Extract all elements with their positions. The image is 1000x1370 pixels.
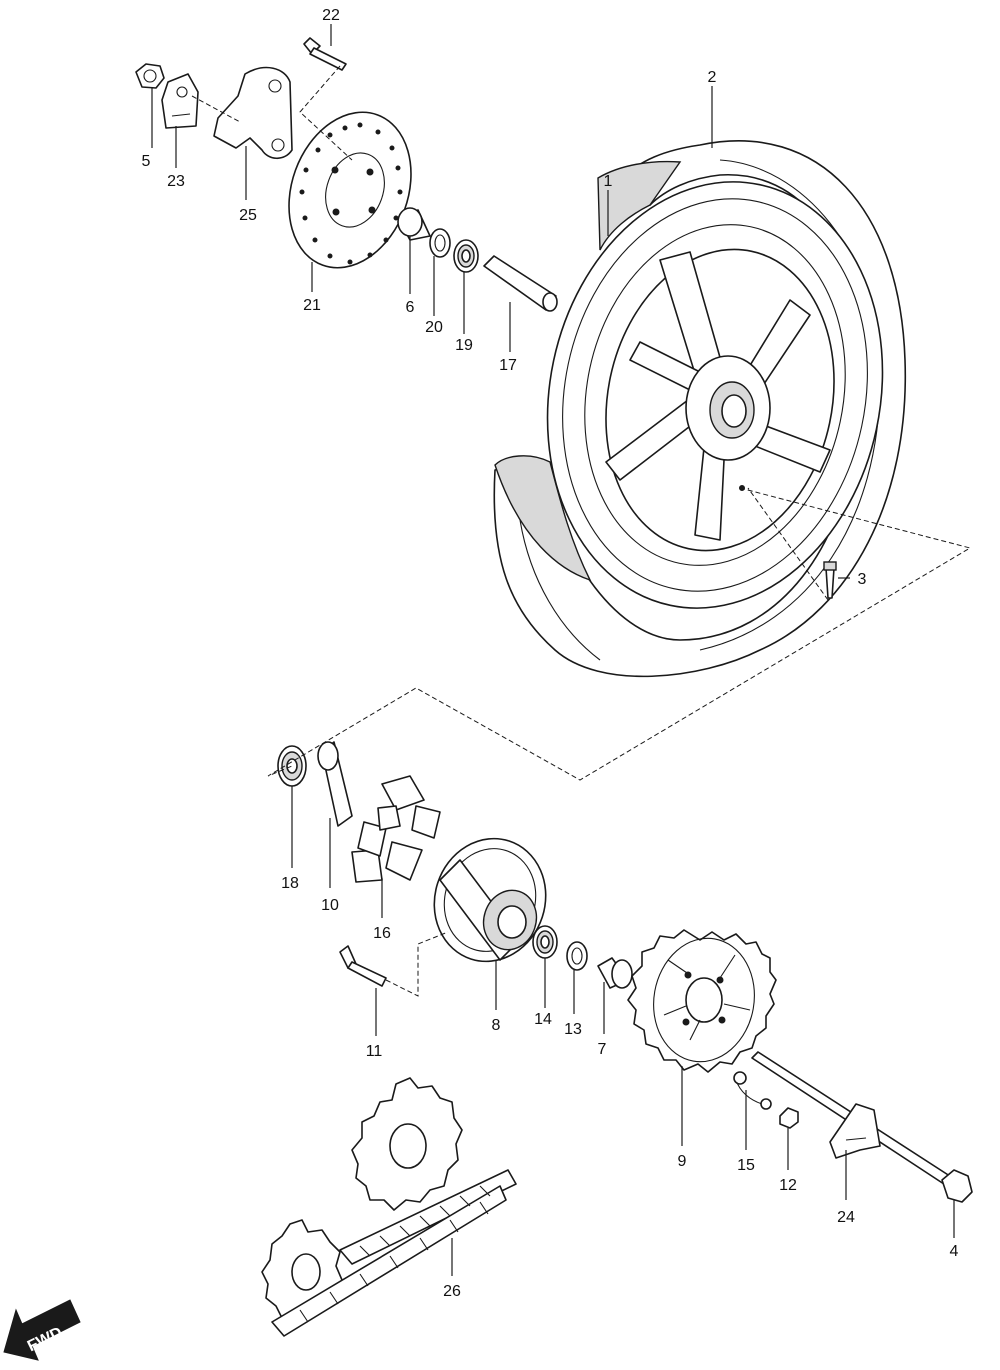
label-10: 10 (321, 897, 339, 914)
sprocket-hub-8 (433, 837, 547, 963)
washer-13 (566, 941, 588, 971)
label-15: 15 (737, 1157, 755, 1174)
label-4: 4 (950, 1243, 959, 1260)
leader-lines (151, 24, 955, 1276)
label-1: 1 (604, 173, 613, 190)
label-3: 3 (858, 571, 867, 588)
label-14: 14 (534, 1011, 552, 1028)
label-6: 6 (406, 299, 415, 316)
damper-rubbers-16 (351, 775, 441, 883)
rear-sprocket-9 (627, 929, 777, 1073)
part-labels: 22 2 1 3 5 23 25 21 6 20 19 17 18 10 16 … (142, 7, 959, 1300)
collar-10 (317, 741, 353, 827)
label-7: 7 (598, 1041, 607, 1058)
chain-adjuster-24 (829, 1103, 881, 1159)
label-18: 18 (281, 875, 299, 892)
label-24: 24 (837, 1209, 855, 1226)
label-17: 17 (499, 357, 517, 374)
axle-collar-17 (483, 255, 558, 312)
flange-nut-5 (135, 63, 165, 89)
label-2: 2 (708, 69, 717, 86)
bearing-19 (453, 239, 479, 273)
washer-20 (429, 228, 451, 258)
label-25: 25 (239, 207, 257, 224)
spacer-6 (397, 207, 431, 241)
label-8: 8 (492, 1017, 501, 1034)
label-23: 23 (167, 173, 185, 190)
fwd-arrow: FWD (3, 1299, 81, 1361)
nut-12 (779, 1107, 799, 1129)
bolt-22 (303, 37, 347, 71)
lock-plate-15 (733, 1071, 772, 1110)
label-12: 12 (779, 1177, 797, 1194)
label-22: 22 (322, 7, 340, 24)
stud-bolt-11 (339, 945, 387, 987)
caliper-bracket-25 (213, 66, 293, 160)
label-20: 20 (425, 319, 443, 336)
rear-rim (546, 181, 884, 609)
tire-valve (823, 561, 837, 599)
label-5: 5 (142, 153, 151, 170)
spacer-7 (597, 957, 633, 989)
brake-disc-21 (288, 111, 412, 269)
bearing-14 (532, 925, 558, 959)
label-9: 9 (678, 1153, 687, 1170)
label-11: 11 (366, 1043, 383, 1060)
label-26: 26 (443, 1283, 461, 1300)
bracket-23 (161, 73, 199, 129)
assembly-dashed-lines (191, 65, 972, 997)
bearing-18 (277, 745, 307, 787)
label-13: 13 (564, 1021, 582, 1038)
label-16: 16 (373, 925, 391, 942)
label-19: 19 (455, 337, 473, 354)
rear-tire (493, 140, 907, 678)
label-21: 21 (303, 297, 321, 314)
drive-chain-kit-26 (261, 1077, 517, 1337)
